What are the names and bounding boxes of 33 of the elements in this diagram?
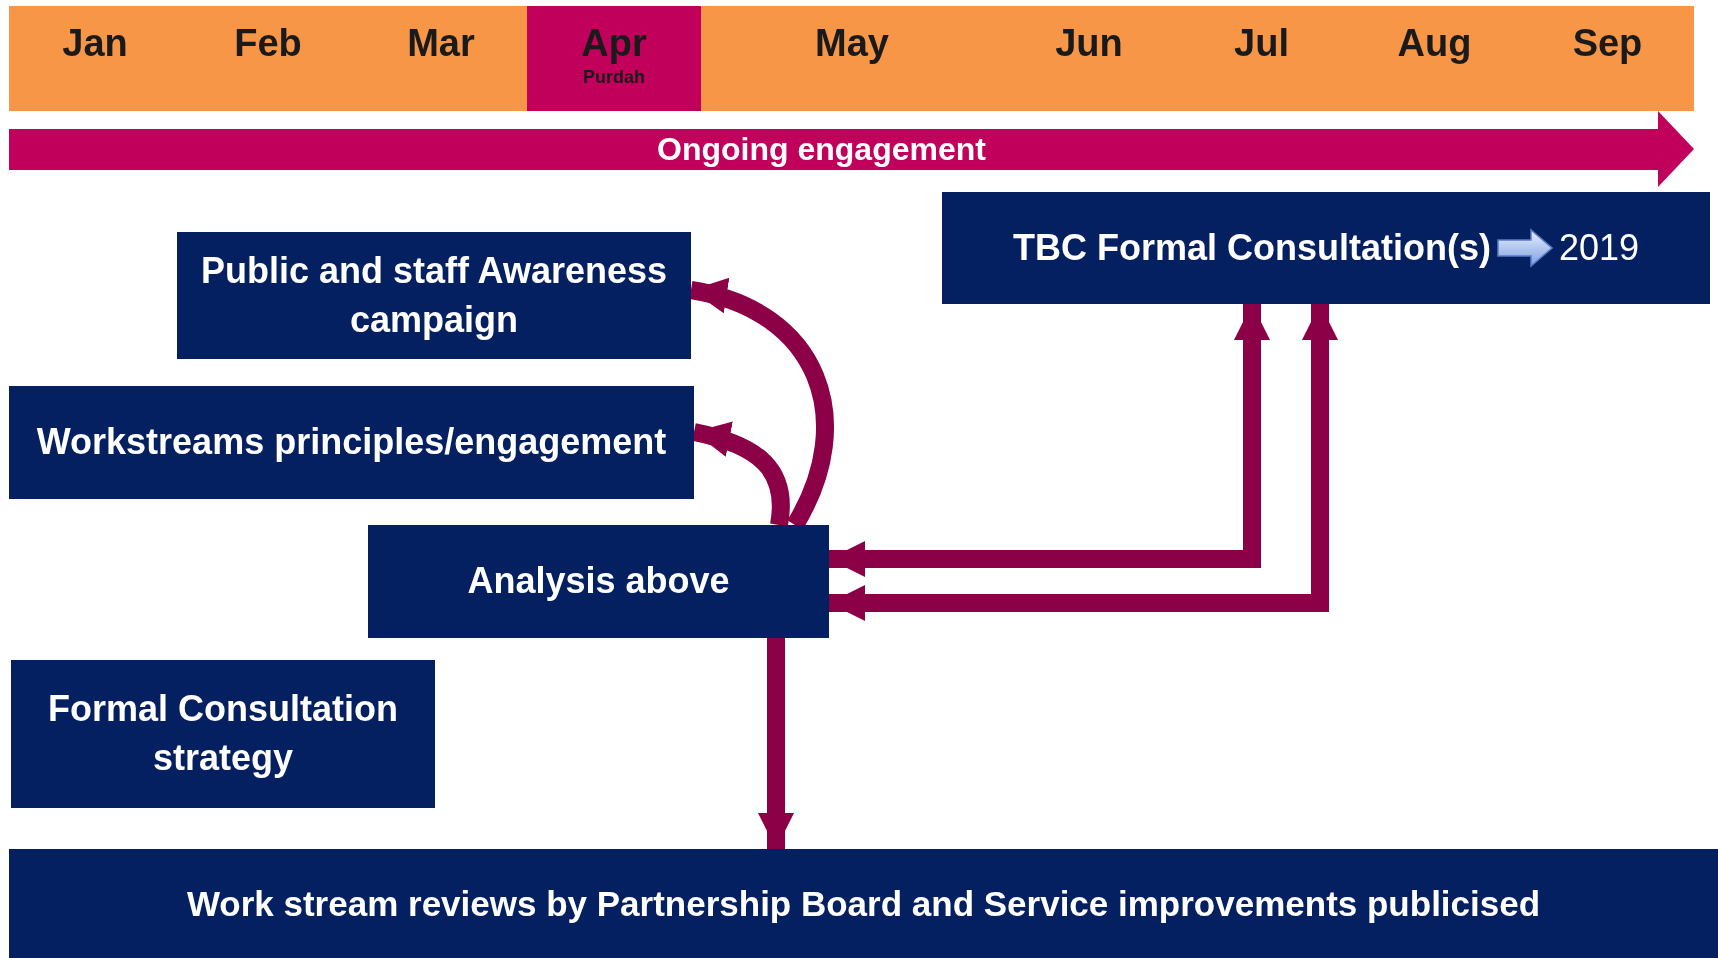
box-label: Work stream reviews by Partnership Board and Service improvements publicised [186,882,1541,925]
process-box [9,386,694,499]
month-label: Jul [1234,22,1289,65]
year-label: 2019 [1558,225,1640,270]
month-label: Feb [234,22,302,65]
box-label: TBC Formal Consultation(s) [1012,225,1491,270]
month-label: Apr [581,22,647,65]
month-note: Purdah [583,67,645,88]
process-box [177,232,691,359]
box-label: Analysis above [467,559,730,604]
month-cell [355,6,527,111]
month-label: Jun [1055,22,1123,65]
month-cell [1521,6,1694,111]
arrow [829,304,1270,577]
highlight-month-cell [527,6,701,111]
box-label: Workstreams principles/engagement [36,420,667,465]
month-label: May [815,22,889,65]
arrow [829,304,1338,621]
month-cell [701,6,1003,111]
process-box [942,192,1710,304]
box-label: Formal Consultation strategy [47,687,399,780]
banner-label: Ongoing engagement [657,130,986,168]
month-cell [9,6,181,111]
process-box [368,525,829,638]
month-label: Jan [62,22,128,65]
process-box [9,849,1718,958]
arrow [758,638,794,849]
arrow [692,422,790,527]
process-box [11,660,435,808]
month-label: Aug [1397,22,1472,65]
box-label: Public and staff Awareness campaign [199,248,669,342]
month-label: Mar [407,22,475,65]
month-label: Sep [1572,22,1643,65]
